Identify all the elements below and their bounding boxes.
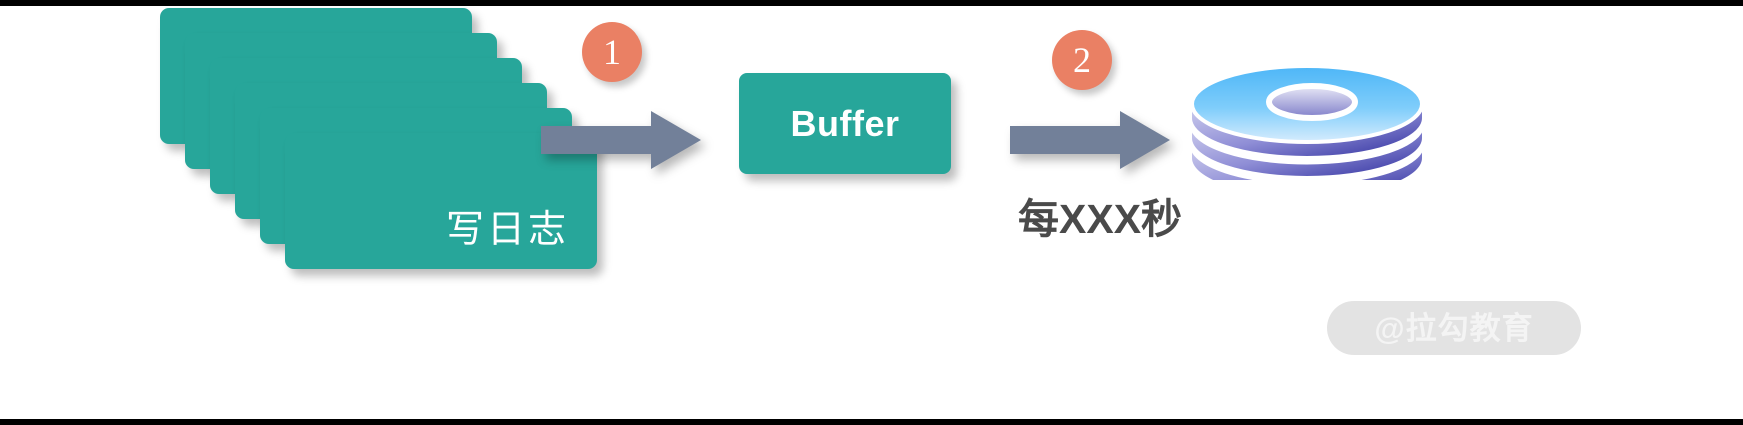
log-card-front: 写日志 xyxy=(285,133,597,269)
watermark-badge: @拉勾教育 xyxy=(1327,301,1581,355)
step-badge-2: 2 xyxy=(1052,30,1112,90)
arrow-buffer-to-database xyxy=(1010,111,1170,169)
step-badge-1: 1 xyxy=(582,22,642,82)
step-badge-1-number: 1 xyxy=(603,32,621,72)
arrow-cards-to-buffer xyxy=(541,111,701,169)
top-edge-bar xyxy=(0,0,1743,6)
log-card-stack: 写日志 xyxy=(160,8,597,269)
buffer-box: Buffer xyxy=(739,73,951,174)
flush-interval-caption: 每XXX秒 xyxy=(1018,196,1183,242)
buffer-label: Buffer xyxy=(790,102,900,144)
watermark-text: @拉勾教育 xyxy=(1374,310,1534,346)
step-badge-2-number: 2 xyxy=(1073,40,1091,80)
bottom-edge-bar xyxy=(0,419,1743,425)
log-card-label: 写日志 xyxy=(445,209,569,251)
database-cylinder-icon xyxy=(1189,64,1425,180)
